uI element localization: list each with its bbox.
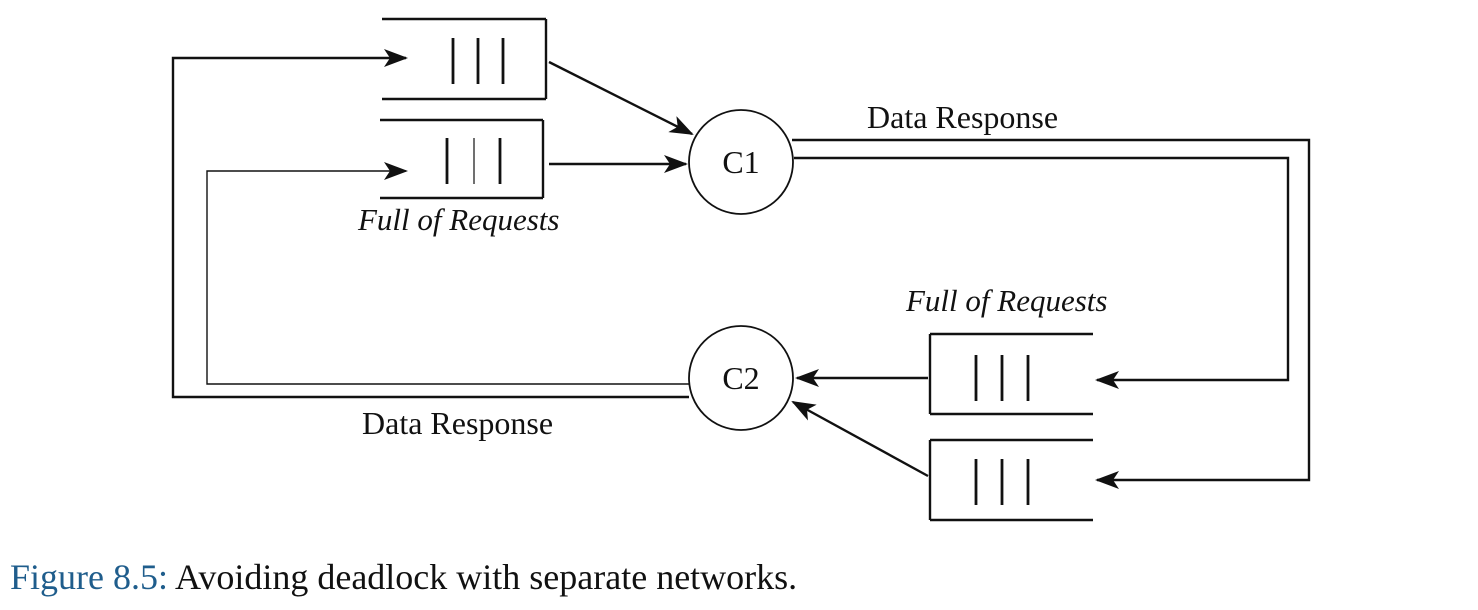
- arrow-queue-to-c2-lower: [791, 400, 929, 478]
- full-of-requests-label-top: Full of Requests: [357, 202, 559, 237]
- c2-queue-upper: [928, 332, 1093, 416]
- c2-to-c1-network-b: [206, 162, 689, 385]
- node-c1: C1: [688, 109, 794, 215]
- figure-caption: Figure 8.5: Avoiding deadlock with separ…: [10, 556, 797, 598]
- node-c2: C2: [688, 325, 794, 431]
- c1-queue-upper: [382, 17, 548, 101]
- c2-queue-lower: [928, 438, 1093, 522]
- figure-number: Figure 8.5:: [10, 557, 168, 597]
- node-c1-label: C1: [722, 144, 759, 180]
- node-c2-label: C2: [722, 360, 759, 396]
- data-response-label-top: Data Response: [867, 99, 1058, 135]
- data-response-label-bottom: Data Response: [362, 405, 553, 441]
- full-of-requests-label-bottom: Full of Requests: [905, 283, 1107, 318]
- figure-caption-text: Avoiding deadlock with separate networks…: [168, 557, 798, 597]
- c1-to-c2-network-a: [792, 138, 1311, 489]
- c1-to-c2-network-b: [794, 156, 1290, 389]
- arrow-queue-to-c1-upper: [548, 60, 694, 136]
- c1-queue-lower: [380, 118, 545, 200]
- c2-to-c1-network-a: [171, 49, 689, 399]
